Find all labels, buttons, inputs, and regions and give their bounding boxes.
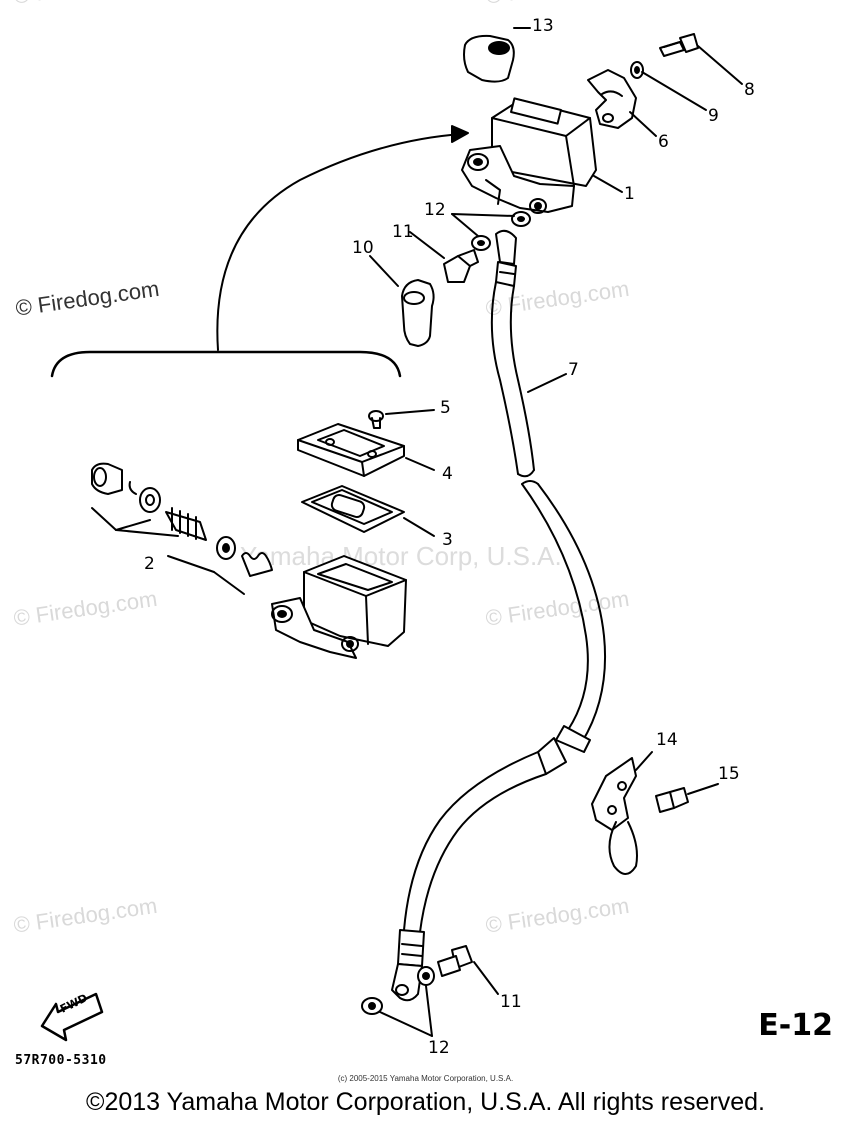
- callout-4: 4: [442, 464, 453, 484]
- callout-7: 7: [568, 360, 579, 380]
- washers-part-12-bottom: [361, 966, 435, 1037]
- union-bolt-part-11-bottom: [437, 945, 499, 995]
- cover-part-10: [369, 255, 435, 347]
- callout-2: 2: [144, 554, 155, 574]
- callout-10: 10: [352, 238, 374, 258]
- reservoir-cap-part-4: [297, 423, 435, 477]
- callout-13: 13: [532, 16, 554, 36]
- callout-9: 9: [708, 106, 719, 126]
- callout-3: 3: [442, 530, 453, 550]
- callout-12-bottom: 12: [428, 1038, 450, 1058]
- piston-kit-part-2: [91, 462, 273, 595]
- copyright-notice: ©2013 Yamaha Motor Corporation, U.S.A. A…: [86, 1088, 765, 1116]
- section-label: E-12: [758, 1008, 833, 1043]
- washers-part-12-top: [451, 211, 531, 251]
- small-copyright: (c) 2005-2015 Yamaha Motor Corporation, …: [337, 1074, 514, 1083]
- cap-part-13: [463, 34, 515, 83]
- leader-lines: [513, 27, 743, 193]
- callout-11-top: 11: [392, 222, 414, 242]
- diaphragm-part-3: [301, 485, 435, 537]
- detail-arrow: [50, 125, 469, 378]
- callout-15: 15: [718, 764, 740, 784]
- bracket-part-14: [591, 751, 653, 875]
- bolt-part-15: [655, 783, 719, 813]
- callout-6: 6: [658, 132, 669, 152]
- callout-14: 14: [656, 730, 678, 750]
- clamp-part-6: [587, 69, 637, 129]
- drawing-number: 57R700-5310: [15, 1053, 107, 1068]
- callout-8: 8: [744, 80, 755, 100]
- callout-5: 5: [440, 398, 451, 418]
- washer-part-9: [630, 61, 644, 79]
- fwd-arrow-icon: [40, 992, 104, 1042]
- watermark-tm: Yamaha Motor Corp, U.S.A.: [240, 541, 562, 571]
- screw-part-5: [368, 409, 435, 429]
- callout-12-top: 12: [424, 200, 446, 220]
- bolt-part-8: [659, 33, 699, 57]
- brake-hose-part-7: [391, 229, 607, 1002]
- master-cylinder-part-1: [461, 97, 597, 214]
- callout-1: 1: [624, 184, 635, 204]
- union-bolt-part-11-top: [409, 231, 479, 283]
- callout-11-bottom: 11: [500, 992, 522, 1012]
- master-cylinder-body-detail: [271, 555, 407, 659]
